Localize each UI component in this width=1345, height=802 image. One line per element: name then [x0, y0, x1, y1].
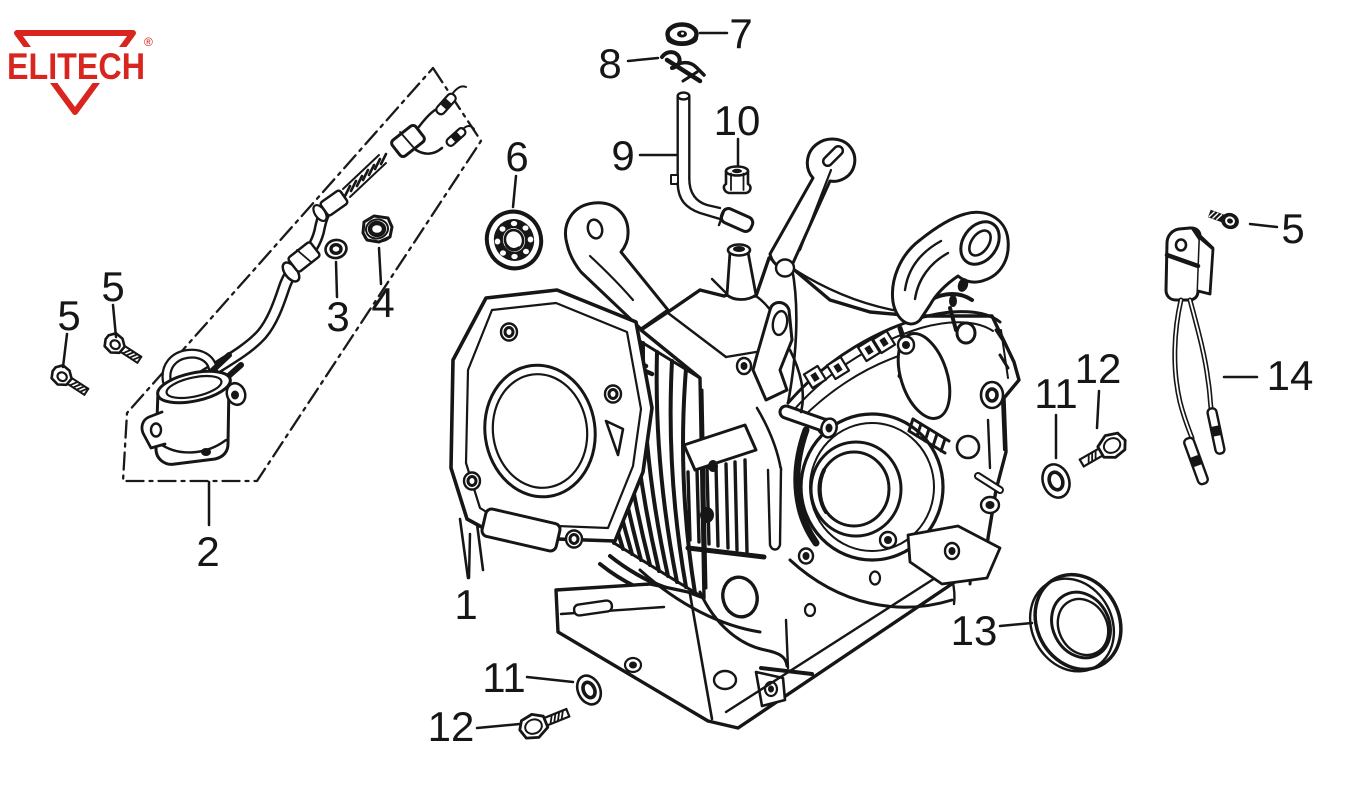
svg-text:10: 10	[714, 97, 761, 144]
svg-text:5: 5	[57, 292, 80, 339]
svg-text:6: 6	[505, 133, 528, 180]
svg-text:11: 11	[1034, 370, 1078, 417]
svg-text:ELITECH: ELITECH	[7, 46, 145, 87]
svg-text:11: 11	[482, 654, 526, 701]
svg-text:14: 14	[1267, 352, 1314, 399]
svg-text:9: 9	[611, 132, 634, 179]
svg-text:1: 1	[454, 581, 477, 628]
svg-text:12: 12	[1075, 345, 1122, 392]
svg-text:4: 4	[371, 279, 394, 326]
svg-text:12: 12	[428, 703, 475, 750]
svg-text:7: 7	[729, 10, 752, 57]
svg-text:3: 3	[326, 293, 349, 340]
svg-text:8: 8	[598, 40, 621, 87]
svg-text:13: 13	[951, 607, 998, 654]
svg-text:®: ®	[144, 35, 153, 49]
svg-text:5: 5	[101, 263, 124, 310]
svg-text:5: 5	[1281, 205, 1304, 252]
svg-text:2: 2	[196, 528, 219, 575]
